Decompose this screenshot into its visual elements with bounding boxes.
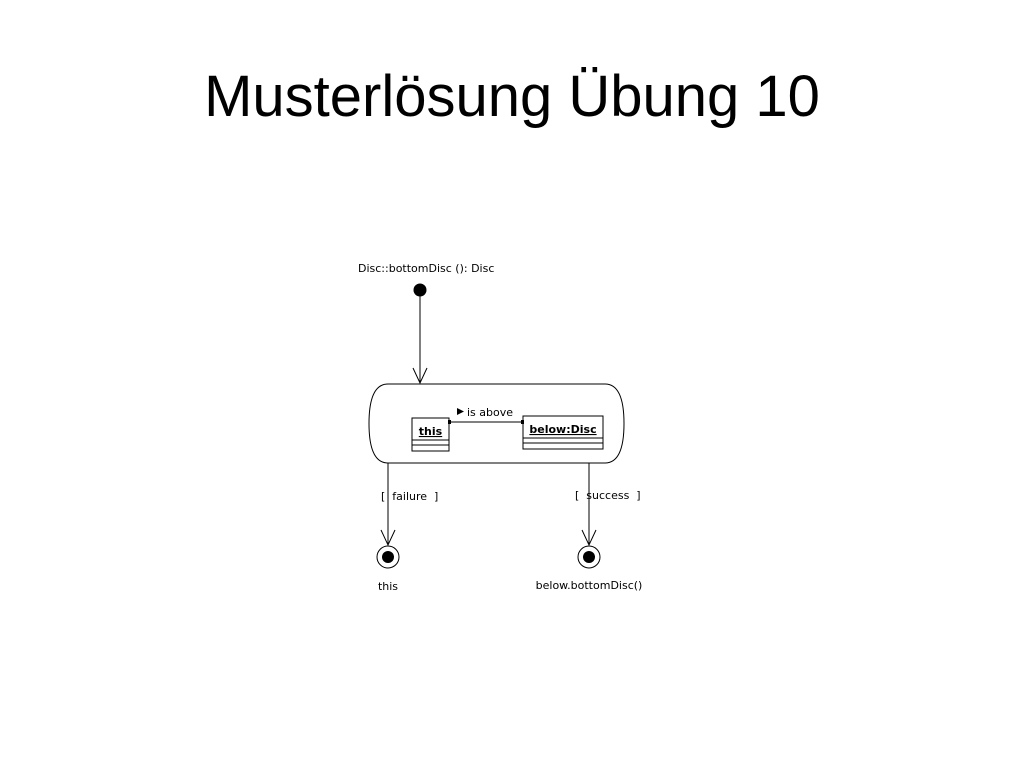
initial-node <box>413 283 427 297</box>
object-this: this <box>411 417 450 452</box>
success-flow-arrowhead <box>581 529 597 547</box>
object-below: below:Disc <box>522 415 604 450</box>
slide-title: Musterlösung Übung 10 <box>204 64 820 129</box>
final-node-failure <box>376 545 400 569</box>
final-node-success <box>577 545 601 569</box>
object-below-label: below:Disc <box>529 423 596 436</box>
operation-label: Disc::bottomDisc (): Disc <box>358 262 494 275</box>
object-link-end-left <box>448 420 451 424</box>
success-guard-label: [ success ] <box>575 489 641 502</box>
failure-flow-arrowhead <box>380 529 396 547</box>
initial-flow-arrowhead <box>412 367 428 385</box>
final-node-failure-dot <box>382 551 394 563</box>
final-node-success-dot <box>583 551 595 563</box>
object-this-label: this <box>419 425 443 438</box>
link-label: is above <box>467 406 513 419</box>
link-direction-icon <box>457 408 464 415</box>
final-label-failure: this <box>378 580 398 593</box>
failure-guard-label: [ failure ] <box>381 490 438 503</box>
object-link-end-right <box>521 420 524 424</box>
final-label-success: below.bottomDisc() <box>536 579 643 592</box>
